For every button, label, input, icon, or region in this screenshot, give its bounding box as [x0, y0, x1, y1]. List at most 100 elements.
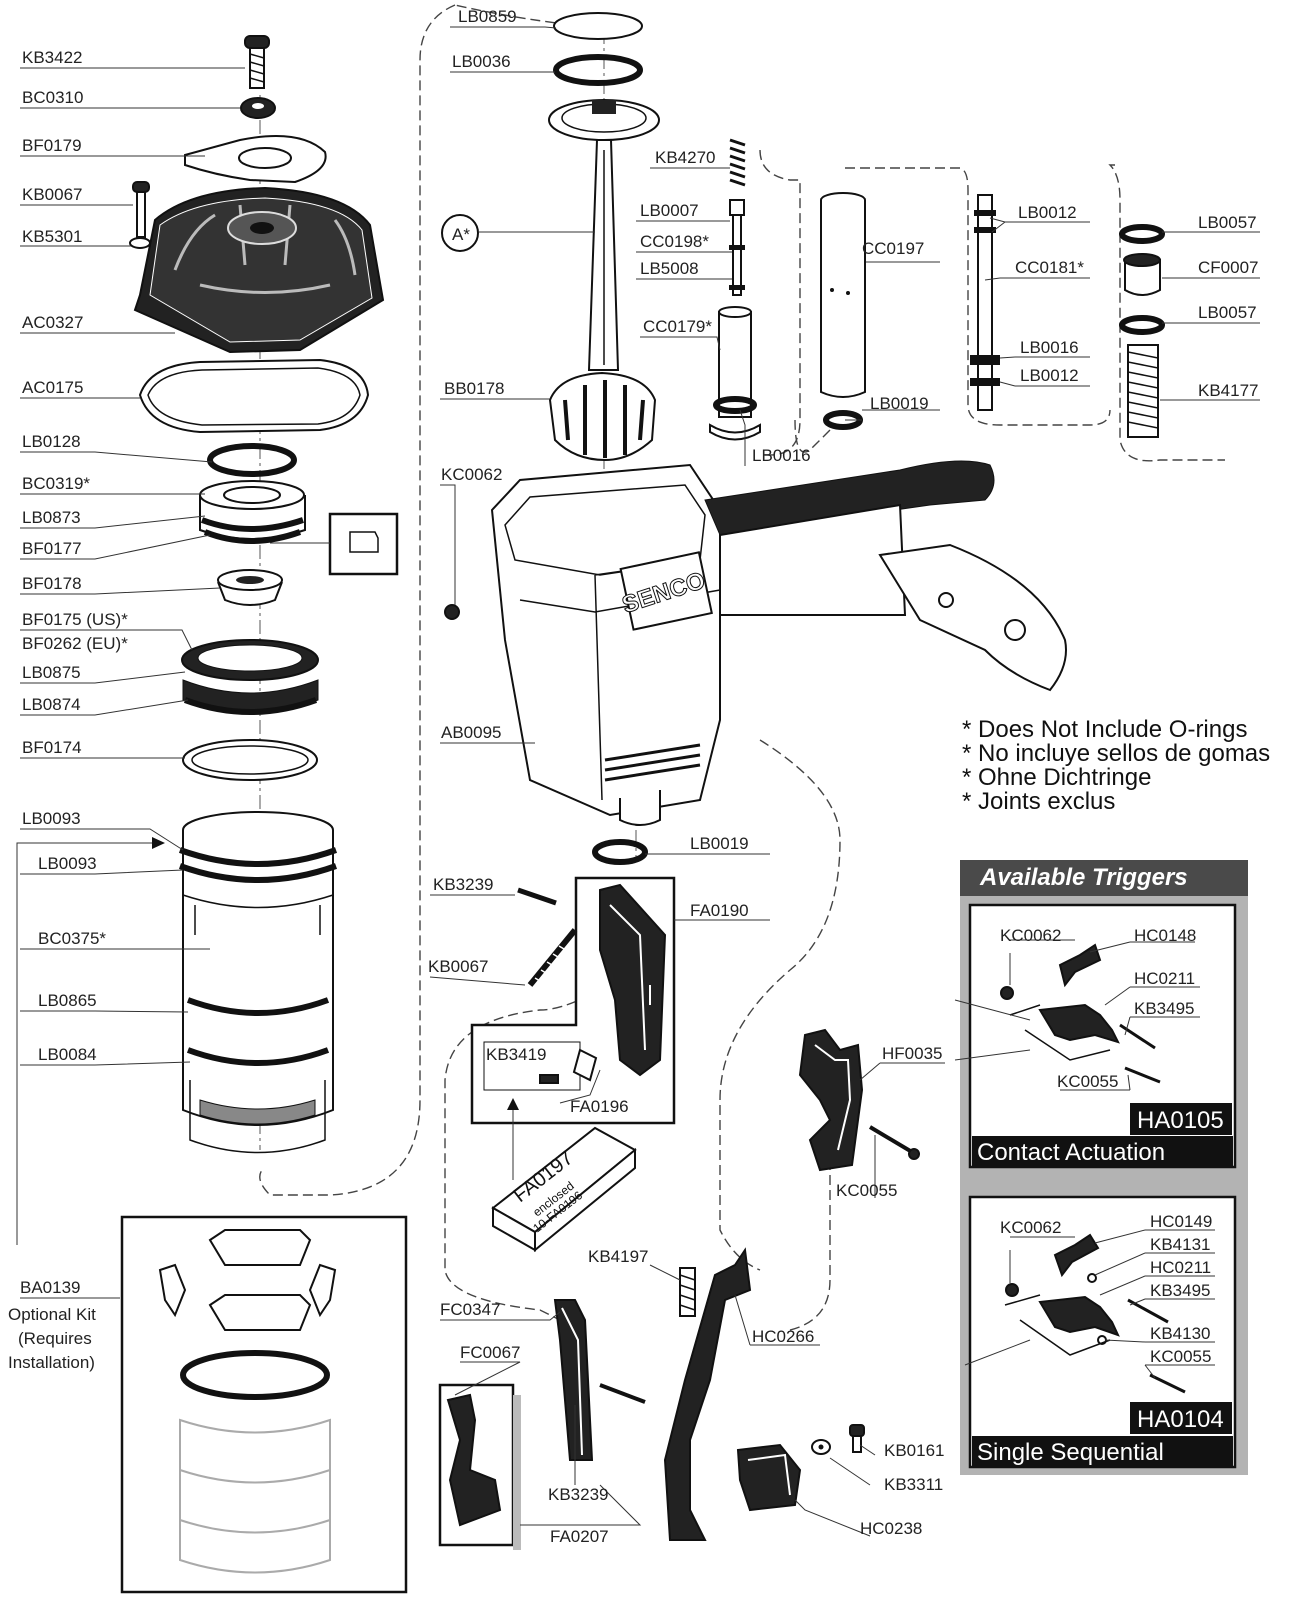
kc0062-plug [444, 604, 460, 620]
label-lb0012-a: LB0012 [1018, 203, 1077, 222]
label-kb0067-mid: KB0067 [428, 957, 489, 976]
label-lb0007: LB0007 [640, 201, 699, 220]
kb3422-screw [244, 35, 270, 89]
lb0128-oring [207, 443, 297, 477]
cc0198-valve-stem [729, 199, 745, 296]
label-hc0238: HC0238 [860, 1519, 922, 1538]
label-bc0310: BC0310 [22, 88, 83, 107]
label-kb3239-bottom: KB3239 [548, 1485, 609, 1504]
bf0174-ring [182, 739, 318, 781]
lb0859-ring [553, 12, 643, 40]
kb0161-screw [849, 1424, 865, 1453]
label-lb5008: LB5008 [640, 259, 699, 278]
fa0207-box [438, 1383, 521, 1550]
bf0179-plate [184, 135, 327, 184]
kit-arrow-head [152, 837, 165, 849]
seq-hc0149: HC0149 [1150, 1212, 1212, 1231]
ac0327-cap [133, 186, 385, 354]
label-kb4177: KB4177 [1198, 381, 1259, 400]
note-es: * No incluye sellos de gomas [962, 740, 1270, 767]
label-lb0875: LB0875 [22, 663, 81, 682]
a-callout [441, 214, 479, 252]
bc0375-cylinder [178, 811, 338, 1154]
label-lb0057-b: LB0057 [1198, 303, 1257, 322]
label-bf0262: BF0262 (EU)* [22, 634, 128, 653]
label-lb0012-b: LB0012 [1020, 366, 1079, 385]
label-bc0319: BC0319* [22, 474, 90, 493]
seq-kb4130: KB4130 [1150, 1324, 1211, 1343]
note-de: * Ohne Dichtringe [962, 764, 1151, 791]
label-lb0093-b: LB0093 [38, 854, 97, 873]
seq-name: Single Sequential [977, 1439, 1164, 1466]
hf0035-trigger [798, 1028, 920, 1172]
ba0139-box [120, 1215, 408, 1594]
seq-code: HA0104 [1137, 1406, 1224, 1433]
label-cc0198: CC0198* [640, 232, 709, 251]
label-lb0019-top: LB0019 [870, 394, 929, 413]
label-cc0179: CC0179* [643, 317, 712, 336]
leader-lines [20, 26, 1260, 1537]
label-bf0177: BF0177 [22, 539, 82, 558]
seq-hc0211: HC0211 [1150, 1258, 1211, 1277]
label-requires: (Requires [18, 1329, 92, 1348]
label-hc0266: HC0266 [752, 1327, 814, 1346]
kit-arrow [16, 842, 155, 1245]
seq-kb4131: KB4131 [1150, 1235, 1211, 1254]
label-ba0139: BA0139 [20, 1278, 81, 1297]
contact-kc0055: KC0055 [1057, 1072, 1118, 1091]
label-cf0007: CF0007 [1198, 258, 1258, 277]
lb0875-lb0874-rings [182, 679, 319, 715]
label-hf0035: HF0035 [882, 1044, 942, 1063]
note-en: * Does Not Include O-rings [962, 716, 1247, 743]
fc0347-contact-arm [553, 1299, 646, 1461]
note-fr: * Joints exclus [962, 788, 1115, 815]
kb4270-spring [729, 138, 746, 187]
label-kb3239-top: KB3239 [433, 875, 494, 894]
hc0266-trigger-lever [663, 1247, 752, 1541]
label-lb0016-a: LB0016 [752, 446, 811, 465]
seq-kc0062: KC0062 [1000, 1218, 1061, 1237]
bf0178-bumper [217, 569, 283, 606]
label-kc0055: KC0055 [836, 1181, 897, 1200]
hc0238-bracket [736, 1443, 802, 1512]
label-lb0873: LB0873 [22, 508, 81, 527]
label-optional-kit: Optional Kit [8, 1305, 96, 1324]
driver-blade [548, 99, 660, 371]
kb5301-washer [129, 237, 151, 249]
kb4177-spring [1127, 344, 1159, 438]
label-kb0067-top: KB0067 [22, 185, 83, 204]
cc0179-sleeve [709, 306, 761, 441]
label-lb0084: LB0084 [38, 1045, 97, 1064]
label-bb0178: BB0178 [444, 379, 505, 398]
label-lb0865: LB0865 [38, 991, 97, 1010]
bf0175-seal [181, 639, 319, 681]
kb4197-spring [679, 1267, 696, 1317]
label-lb0036: LB0036 [452, 52, 511, 71]
label-lb0093-a: LB0093 [22, 809, 81, 828]
contact-name: Contact Actuation [977, 1139, 1165, 1166]
seq-kc0055: KC0055 [1150, 1347, 1211, 1366]
label-lb0128: LB0128 [22, 432, 81, 451]
label-a-callout: A* [452, 225, 470, 244]
label-kb3311: KB3311 [884, 1475, 943, 1494]
label-lb0874: LB0874 [22, 695, 81, 714]
label-lb0859: LB0859 [458, 7, 517, 26]
lb0036-oring [553, 54, 643, 86]
label-kc0062: KC0062 [441, 465, 502, 484]
label-kb4270: KB4270 [655, 148, 716, 167]
footnotes: * Does Not Include O-rings * No incluye … [962, 716, 1270, 815]
label-bf0178: BF0178 [22, 574, 82, 593]
label-fc0067: FC0067 [460, 1343, 520, 1362]
kb3311-washer [811, 1439, 831, 1455]
cc0197-tube [820, 192, 866, 398]
lb0019-oring-bottom [592, 839, 648, 865]
label-kb0161: KB0161 [884, 1441, 945, 1460]
triggers-title: Available Triggers [979, 864, 1188, 891]
label-kb4197: KB4197 [588, 1247, 649, 1266]
label-bf0174: BF0174 [22, 738, 82, 757]
part-labels: KB3422 BC0310 BF0179 KB0067 KB5301 AC032… [8, 7, 1259, 1546]
label-ac0327: AC0327 [22, 313, 83, 332]
kb3239-pin-top [517, 887, 557, 906]
label-bc0375: BC0375* [38, 929, 106, 948]
